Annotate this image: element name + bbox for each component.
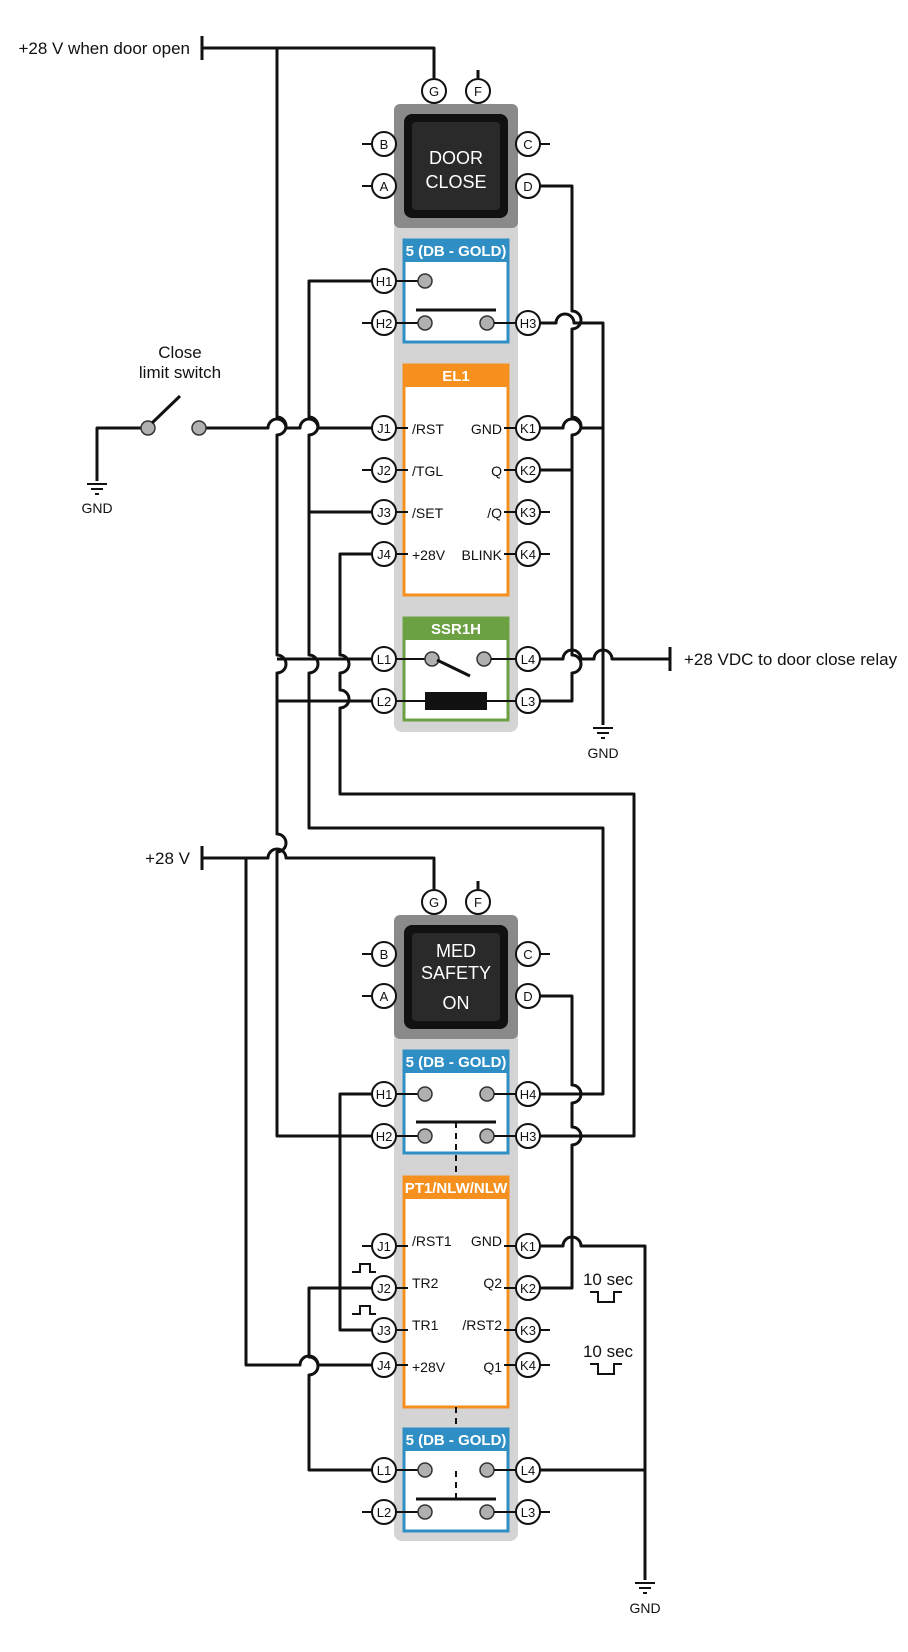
- pt1-module: PT1/NLW/NLW /RST1 TR2 TR1 +28V GND Q2 /R…: [402, 1175, 510, 1409]
- pin-g-top: G: [429, 84, 439, 99]
- pt1-sig-gnd: GND: [471, 1233, 502, 1249]
- pin-k4-bot: K4: [520, 1358, 536, 1373]
- el1-sig-gnd: GND: [471, 421, 502, 437]
- pt1-title: PT1/NLW/NLW: [405, 1180, 508, 1197]
- pin-k1-bot: K1: [520, 1239, 536, 1254]
- pin-j3-bot: J3: [377, 1323, 391, 1338]
- pin-k3-bot: K3: [520, 1323, 536, 1338]
- door-close-text-1: DOOR: [429, 148, 483, 168]
- pin-h2-top: H2: [376, 316, 393, 331]
- pin-h2-mid: H2: [376, 1129, 393, 1144]
- pin-h4-mid: H4: [520, 1087, 537, 1102]
- close-limit-label-1: Close: [158, 343, 201, 362]
- el1-title: EL1: [442, 368, 470, 385]
- pin-h3-top: H3: [520, 316, 537, 331]
- ssr-title: SSR1H: [431, 621, 481, 638]
- delay2-label: 10 sec: [583, 1342, 634, 1361]
- pin-f-bot: F: [474, 895, 482, 910]
- el1-sig-tgl: /TGL: [412, 463, 443, 479]
- el1-sig-set: /SET: [412, 505, 444, 521]
- delay1-label: 10 sec: [583, 1270, 634, 1289]
- pin-f-top: F: [474, 84, 482, 99]
- pt1-sig-rst1: /RST1: [412, 1233, 452, 1249]
- pin-j4-bot: J4: [377, 1358, 391, 1373]
- pins-lower: G F B C A D H1 H4 H2 H3 J1 J2 J3 J4 K1 K…: [362, 889, 550, 1525]
- pt1-sig-tr2: TR2: [412, 1275, 439, 1291]
- pin-j2-top: J2: [377, 463, 391, 478]
- pin-h1-mid: H1: [376, 1087, 393, 1102]
- pin-k3-top: K3: [520, 505, 536, 520]
- pin-g-bot: G: [429, 895, 439, 910]
- pin-a-bot: A: [380, 989, 389, 1004]
- pin-k1-top: K1: [520, 421, 536, 436]
- wires: [95, 36, 672, 1580]
- relay-output-label: +28 VDC to door close relay: [684, 650, 898, 669]
- pin-j4-top: J4: [377, 547, 391, 562]
- pin-b-bot: B: [380, 947, 389, 962]
- contact-top-title: 5 (DB - GOLD): [406, 243, 507, 260]
- pin-d-bot: D: [523, 989, 532, 1004]
- ground-symbol-left: GND: [81, 483, 113, 516]
- pin-l4-top: L4: [521, 652, 535, 667]
- gnd-label-bottom: GND: [629, 1600, 660, 1616]
- close-limit-label-2: limit switch: [139, 363, 221, 382]
- pin-c-bot: C: [523, 947, 532, 962]
- door-open-supply-label: +28 V when door open: [18, 39, 190, 58]
- pt1-sig-28v: +28V: [412, 1359, 446, 1375]
- pin-l2-top: L2: [377, 694, 391, 709]
- el1-sig-rst: /RST: [412, 421, 444, 437]
- pin-l1-top: L1: [377, 652, 391, 667]
- med-safety-button: MED SAFETY ON: [394, 915, 518, 1039]
- close-limit-switch: Close limit switch: [139, 343, 221, 436]
- pt1-sig-tr1: TR1: [412, 1317, 439, 1333]
- ground-symbol-bottom: GND: [629, 1582, 661, 1616]
- pin-l4-bot: L4: [521, 1463, 535, 1478]
- ground-symbol-mid: GND: [587, 727, 619, 761]
- contact-bot-title: 5 (DB - GOLD): [406, 1432, 507, 1449]
- pin-j2-bot: J2: [377, 1281, 391, 1296]
- pin-k2-top: K2: [520, 463, 536, 478]
- pin-b-top: B: [380, 137, 389, 152]
- gnd-label-mid: GND: [587, 745, 618, 761]
- pin-h3-mid: H3: [520, 1129, 537, 1144]
- door-close-button: DOOR CLOSE: [394, 104, 518, 228]
- delay-indicator-1: 10 sec: [583, 1270, 634, 1303]
- pin-j1-top: J1: [377, 421, 391, 436]
- pt1-sig-q2: Q2: [483, 1275, 502, 1291]
- pt1-sig-q1: Q1: [483, 1359, 502, 1375]
- contact-symbols: [352, 273, 517, 1520]
- pins-upper: G F B C A D H1 H2 H3 J1 J2 J3 J4 K1 K2 K…: [362, 78, 550, 714]
- pin-l1-bot: L1: [377, 1463, 391, 1478]
- gnd-label-left: GND: [81, 500, 112, 516]
- pin-h1-top: H1: [376, 274, 393, 289]
- el1-sig-nq: /Q: [487, 505, 502, 521]
- med-safety-text-3: ON: [443, 993, 470, 1013]
- med-safety-text-2: SAFETY: [421, 963, 491, 983]
- delay-indicator-2: 10 sec: [583, 1342, 634, 1375]
- door-close-text-2: CLOSE: [425, 172, 486, 192]
- pin-l3-bot: L3: [521, 1505, 535, 1520]
- pin-c-top: C: [523, 137, 532, 152]
- pin-k2-bot: K2: [520, 1281, 536, 1296]
- pin-l2-bot: L2: [377, 1505, 391, 1520]
- pin-a-top: A: [380, 179, 389, 194]
- pin-j3-top: J3: [377, 505, 391, 520]
- med-safety-text-1: MED: [436, 941, 476, 961]
- pt1-sig-rst2: /RST2: [462, 1317, 502, 1333]
- el1-sig-q: Q: [491, 463, 502, 479]
- pin-l3-top: L3: [521, 694, 535, 709]
- pin-j1-bot: J1: [377, 1239, 391, 1254]
- el1-sig-blink: BLINK: [462, 547, 503, 563]
- contact-mid-title: 5 (DB - GOLD): [406, 1054, 507, 1071]
- el1-sig-28v: +28V: [412, 547, 446, 563]
- pin-d-top: D: [523, 179, 532, 194]
- supply-28v-label: +28 V: [145, 849, 191, 868]
- pin-k4-top: K4: [520, 547, 536, 562]
- el1-module: EL1 /RST /TGL /SET +28V GND Q /Q BLINK: [402, 363, 510, 597]
